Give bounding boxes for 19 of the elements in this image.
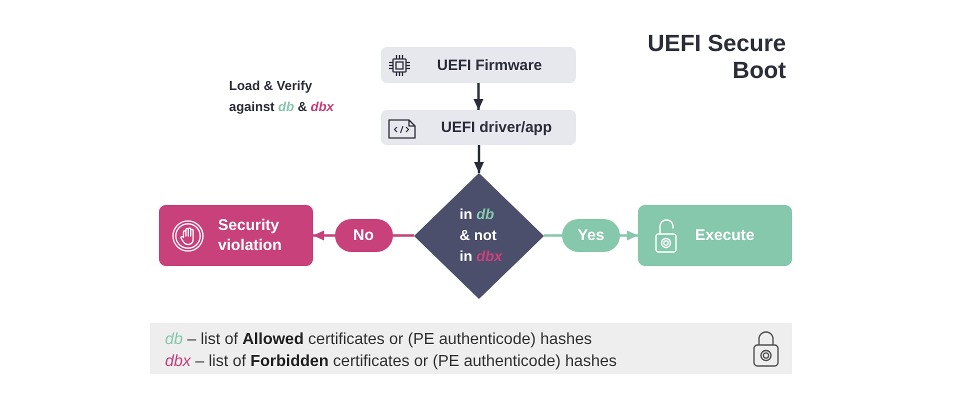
step-label: Execute [695, 226, 754, 246]
result-box [638, 205, 792, 266]
note-text: Load & Verify against db & dbx [229, 77, 335, 116]
title: UEFI Secure Boot [646, 30, 786, 84]
step-label: Security violation [218, 216, 283, 256]
edge-label: No [334, 219, 392, 252]
process-box [381, 47, 576, 83]
info-panel [150, 323, 792, 374]
arrow [474, 83, 484, 110]
decision-diamond [414, 173, 544, 299]
decision-label: in db & not in dbx [460, 206, 502, 266]
definition-text: dbx – list of Forbidden certificates or (PE authenticode) hashes [165, 352, 617, 372]
arrow [474, 145, 484, 173]
definition-text: db – list of Allowed certificates or (PE authenticode) hashes [165, 330, 592, 350]
result-box [159, 205, 313, 266]
process-box [381, 110, 576, 145]
step-label: UEFI driver/app [441, 119, 552, 136]
step-label: UEFI Firmware [437, 56, 542, 74]
edge-label: Yes [562, 219, 620, 252]
